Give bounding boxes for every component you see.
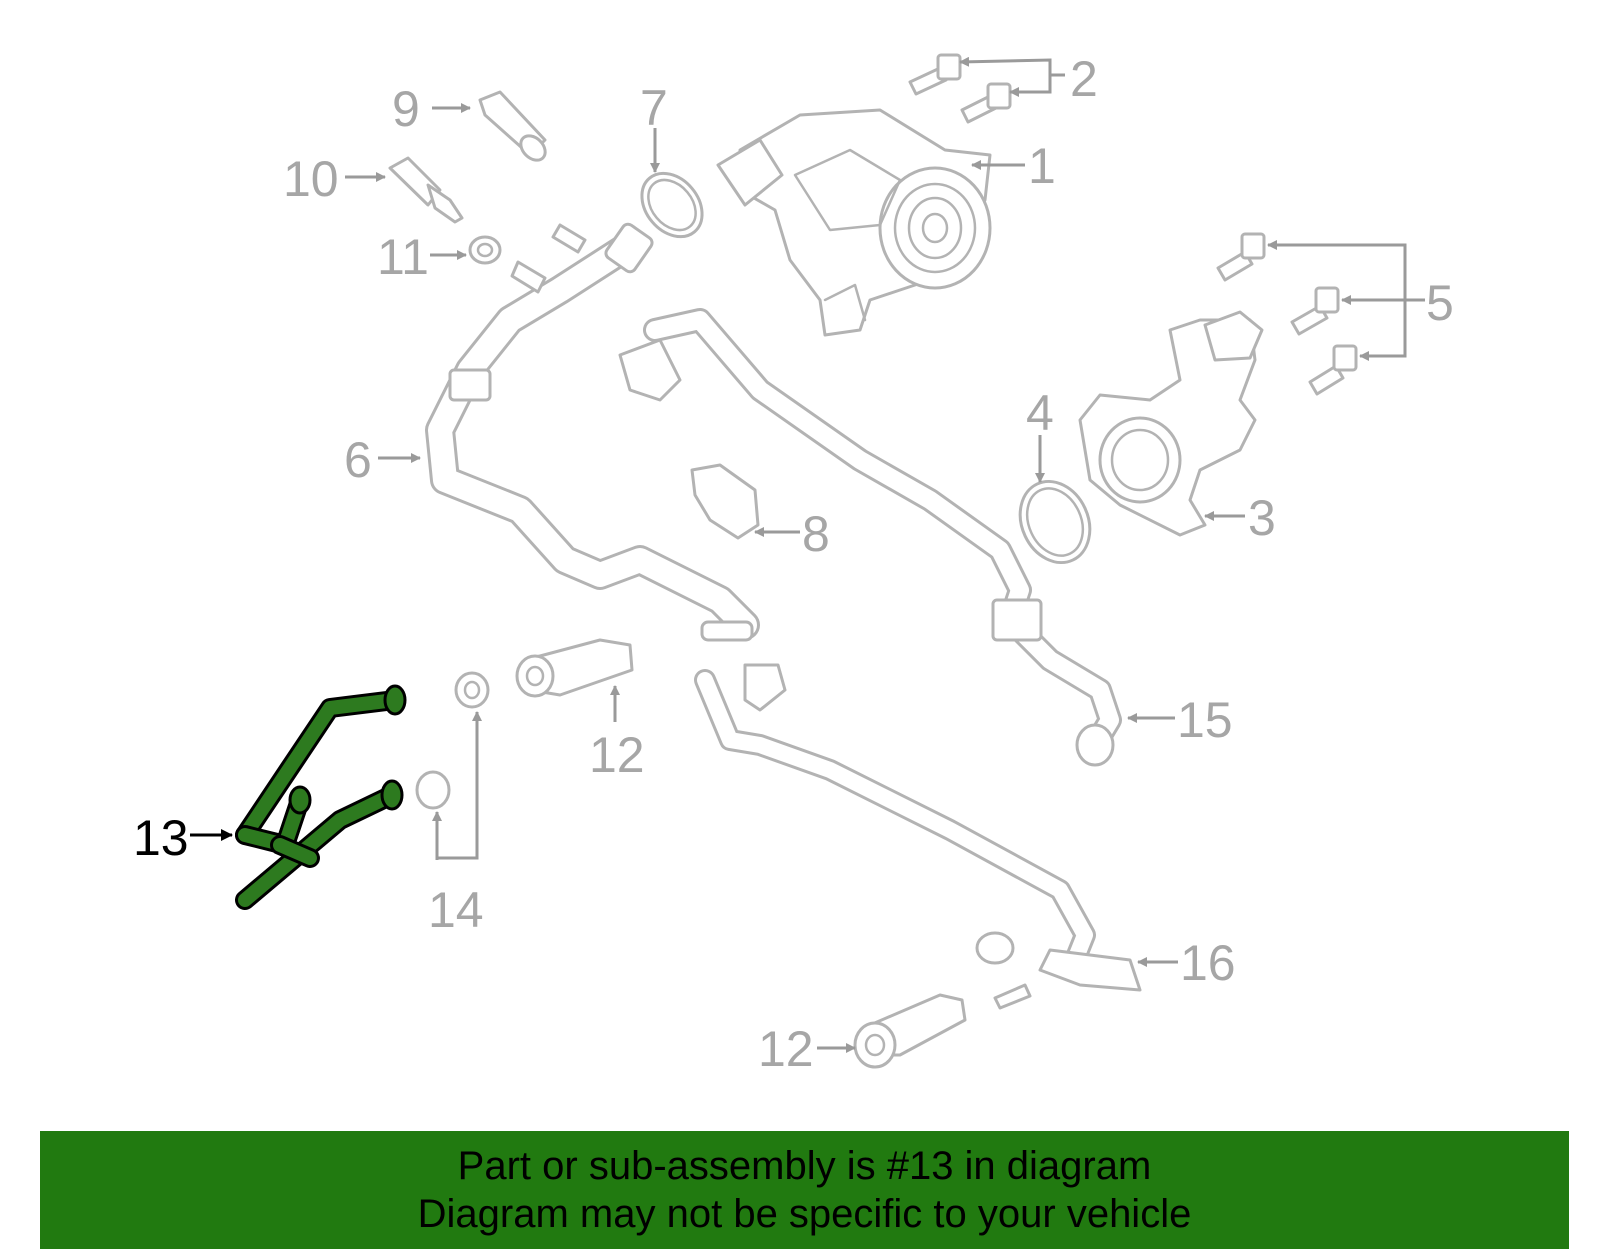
sensor-part-9	[478, 90, 547, 162]
bolts-part-2	[908, 53, 1012, 124]
bolts-part-5	[1216, 232, 1358, 396]
fitting-part-12-lower	[853, 993, 967, 1069]
callout-5: 5	[1426, 275, 1454, 331]
water-pump-part-1	[716, 108, 992, 337]
callout-10: 10	[283, 151, 339, 207]
callout-8: 8	[802, 506, 830, 562]
callout-4: 4	[1026, 385, 1054, 441]
hose-pipe-part-15	[618, 308, 1122, 767]
callout-15: 15	[1177, 692, 1233, 748]
callout-6: 6	[344, 432, 372, 488]
gasket-part-8	[690, 463, 760, 540]
callout-7: 7	[640, 80, 668, 136]
callout-9: 9	[392, 81, 420, 137]
o-ring-inner	[647, 178, 697, 232]
callout-13: 13	[133, 810, 189, 866]
footer-line-1: Part or sub-assembly is #13 in diagram	[457, 1144, 1152, 1188]
o-ring-part-7	[640, 171, 704, 239]
callout-2: 2	[1070, 51, 1098, 107]
thermostat-housing-part-3	[1078, 310, 1264, 537]
footer-banner: Part or sub-assembly is #13 in diagram D…	[40, 1131, 1569, 1249]
washer-part-11	[468, 235, 502, 265]
o-ring-part-14a	[454, 671, 490, 709]
seal-ring-inner	[1025, 487, 1085, 557]
footer-line-2: Diagram may not be specific to your vehi…	[417, 1192, 1192, 1236]
highlighted-pipe-part-13	[235, 684, 407, 910]
o-ring-part-14b	[415, 770, 451, 810]
washer-inner	[476, 242, 494, 258]
callout-16: 16	[1180, 935, 1236, 991]
leader-lines	[190, 56, 1425, 1053]
fitting-part-12-upper	[515, 638, 634, 698]
callout-1: 1	[1028, 138, 1056, 194]
coolant-pipe-part-6	[425, 222, 760, 642]
pipe-part-16	[694, 663, 1142, 1010]
callout-14: 14	[428, 882, 484, 938]
seal-ring-part-4	[1018, 479, 1092, 565]
sensor-part-10	[388, 156, 464, 224]
callout-11: 11	[377, 229, 429, 285]
callout-12-upper: 12	[589, 727, 645, 783]
callout-12-lower: 12	[758, 1021, 814, 1077]
o-ring-part-14a-inner	[463, 680, 481, 700]
callout-3: 3	[1248, 490, 1276, 546]
